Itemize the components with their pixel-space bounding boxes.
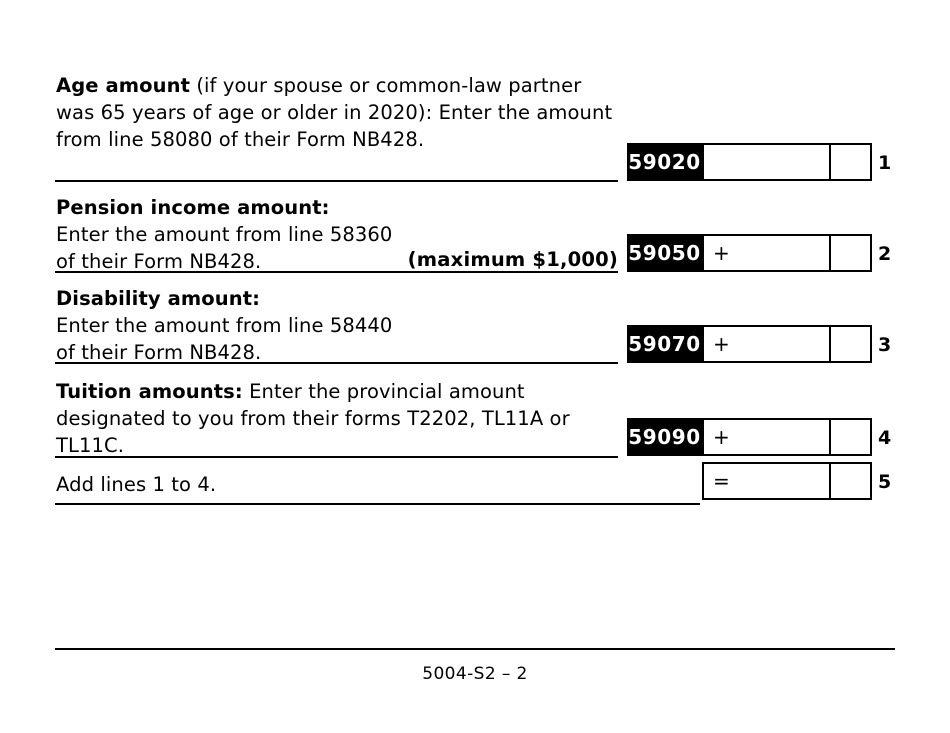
amount-cents-input[interactable] [830, 325, 872, 363]
amount-entry-box-total: = [702, 462, 872, 500]
amount-cents-input[interactable] [830, 418, 872, 456]
amount-entry-box-59020: 59020 [627, 143, 872, 181]
amount-dollars-input[interactable]: + [702, 325, 830, 363]
field-code-tag: 59090 [627, 418, 702, 456]
amount-cents-input[interactable] [830, 462, 872, 500]
row-separator-rule [55, 503, 700, 505]
row-separator-rule [55, 271, 618, 273]
field-code-tag: 59050 [627, 234, 702, 272]
footer-form-code: 5004-S2 – 2 [422, 664, 528, 684]
line-number: 5 [878, 471, 892, 493]
maximum-note: (maximum $1,000) [407, 248, 618, 271]
row-separator-rule [55, 362, 618, 364]
amount-cents-input[interactable] [830, 143, 872, 181]
row-description-tuition-amounts: Tuition amounts: Enter the provincial am… [56, 380, 570, 457]
field-code-tag: 59070 [627, 325, 702, 363]
line-number: 1 [878, 152, 892, 174]
footer-rule [55, 648, 895, 650]
amount-dollars-input[interactable]: + [702, 234, 830, 272]
line-number: 3 [878, 334, 892, 356]
amount-dollars-input[interactable]: = [702, 462, 830, 500]
amount-entry-box-59090: 59090 + [627, 418, 872, 456]
amount-dollars-input[interactable]: + [702, 418, 830, 456]
row-description-pension-income-amount: Pension income amount:Enter the amount f… [56, 196, 393, 273]
row-description-age-amount: Age amount (if your spouse or common-law… [56, 74, 613, 151]
row-description-add-lines-total: Add lines 1 to 4. [56, 473, 217, 496]
amount-entry-box-59050: 59050 + [627, 234, 872, 272]
row-separator-rule [55, 180, 618, 182]
amount-dollars-input[interactable] [702, 143, 830, 181]
field-code-tag: 59020 [627, 143, 702, 181]
amount-cents-input[interactable] [830, 234, 872, 272]
line-number: 2 [878, 243, 892, 265]
row-separator-rule [55, 456, 618, 458]
line-number: 4 [878, 427, 892, 449]
row-description-disability-amount: Disability amount:Enter the amount from … [56, 287, 393, 364]
amount-entry-box-59070: 59070 + [627, 325, 872, 363]
